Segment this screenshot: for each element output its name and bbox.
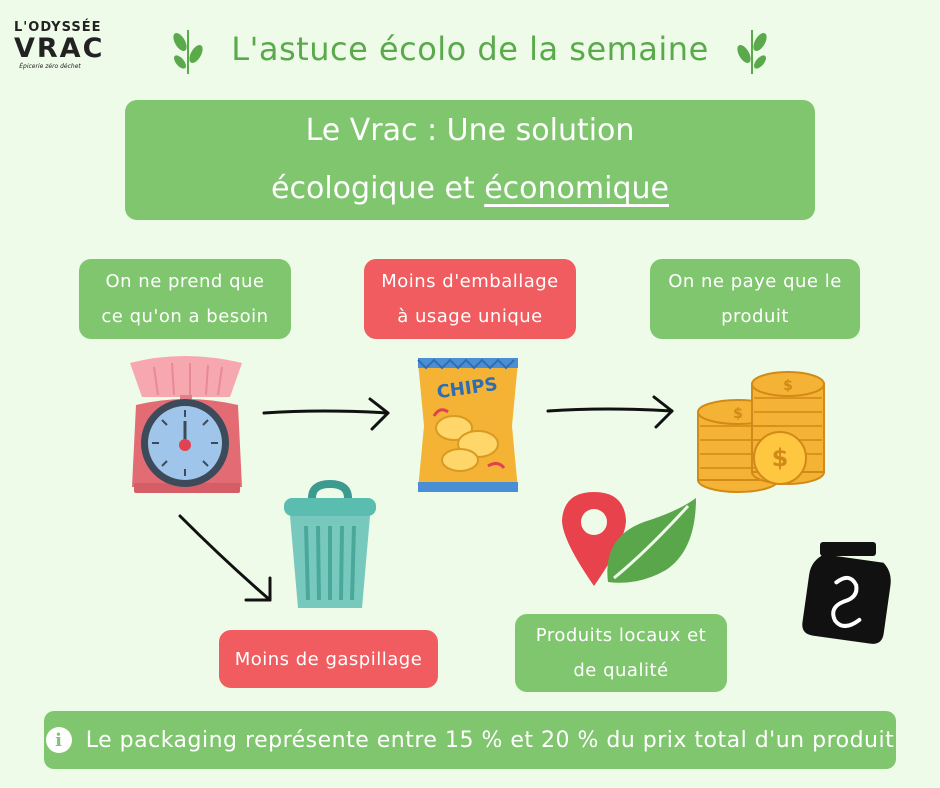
logo-line1: L'ODYSSÉE [14, 20, 102, 35]
card-need: On ne prend que ce qu'on a besoin [79, 259, 291, 339]
card-local-line1: Produits locaux et [535, 625, 707, 646]
svg-text:$: $ [733, 406, 743, 422]
arrow-right-1-icon [262, 397, 390, 431]
kitchen-scale-icon [130, 356, 242, 493]
card-local: Produits locaux et de qualité [515, 614, 727, 692]
svg-text:$: $ [783, 378, 793, 394]
card-need-line2: ce qu'on a besoin [101, 306, 269, 327]
card-pay: On ne paye que le produit [650, 259, 860, 339]
svg-text:$: $ [772, 444, 789, 472]
card-packaging-line2: à usage unique [397, 306, 543, 327]
chips-bag-icon: CHIPS [417, 358, 518, 492]
tip-bar: i Le packaging représente entre 15 % et … [44, 711, 896, 769]
coins-stack-icon: $ $ $ [697, 371, 825, 493]
card-need-line1: On ne prend que [105, 271, 265, 292]
arrow-right-2-icon [546, 395, 674, 429]
local-pin-leaf-icon [562, 492, 696, 586]
card-pay-line1: On ne paye que le [668, 271, 842, 292]
main-title-box: Le Vrac : Une solution écologique et éco… [125, 100, 815, 220]
main-title-line2: écologique et économique [271, 160, 669, 218]
tip-text: Le packaging représente entre 15 % et 20… [85, 727, 895, 753]
card-packaging: Moins d'emballage à usage unique [364, 259, 576, 339]
trash-can-icon [284, 479, 376, 608]
card-waste-line1: Moins de gaspillage [234, 648, 423, 670]
logo-line2: VRAC [14, 33, 105, 64]
page-title: L'astuce écolo de la semaine [231, 30, 709, 68]
main-title-line1: Le Vrac : Une solution [305, 113, 635, 148]
card-waste: Moins de gaspillage [219, 630, 438, 688]
arrow-down-right-icon [178, 514, 272, 602]
card-local-line2: de qualité [573, 660, 669, 681]
leaf-sprig-left-icon [173, 30, 203, 74]
info-icon: i [45, 727, 72, 753]
logo-tagline: Épicerie zéro déchet [19, 63, 81, 70]
main-title-underlined: économique [484, 171, 669, 206]
brand-logo: L'ODYSSÉE VRAC Épicerie zéro déchet [14, 20, 105, 90]
main-title-line2-start: écologique et [271, 171, 485, 206]
jar-icon [802, 542, 891, 644]
leaf-sprig-right-icon [737, 30, 767, 74]
card-packaging-line1: Moins d'emballage [381, 271, 559, 292]
card-pay-line2: produit [721, 306, 789, 327]
